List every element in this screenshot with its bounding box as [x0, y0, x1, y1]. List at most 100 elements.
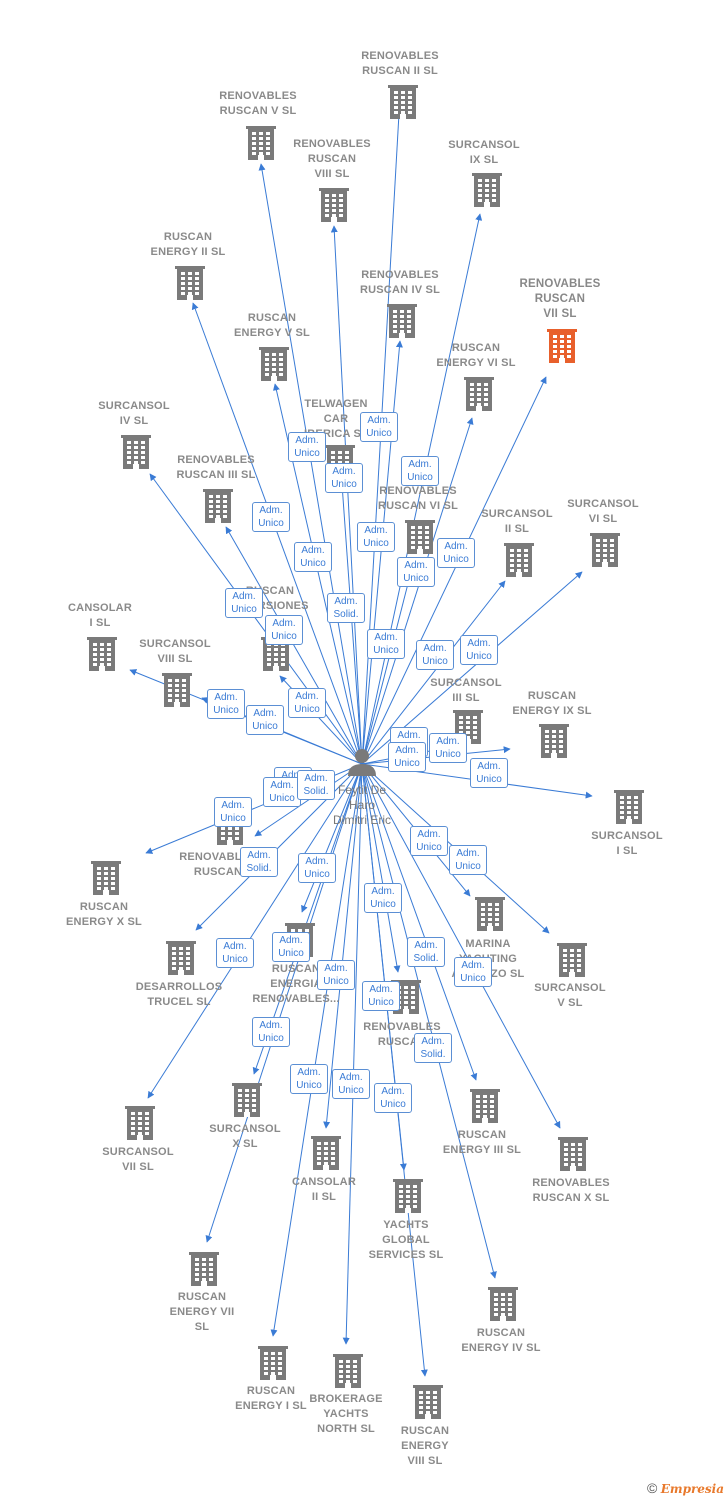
role-badge[interactable]: Adm. Unico — [360, 412, 398, 442]
role-badge[interactable]: Adm. Solid. — [407, 937, 445, 967]
role-badge[interactable]: Adm. Unico — [225, 588, 263, 618]
role-badge[interactable]: Adm. Unico — [410, 826, 448, 856]
company-label-re1[interactable]: RUSCAN ENERGY I SL — [235, 1385, 307, 1412]
company-icon-rr4[interactable] — [387, 304, 417, 338]
role-badge[interactable]: Adm. Unico — [263, 777, 301, 807]
company-label-sc5[interactable]: SURCANSOL V SL — [534, 982, 606, 1009]
company-icon-cs2[interactable] — [311, 1136, 341, 1170]
company-icon-rr3[interactable] — [203, 489, 233, 523]
role-badge[interactable]: Adm. Unico — [272, 932, 310, 962]
company-icon-sc8[interactable] — [162, 673, 192, 707]
company-label-sc2[interactable]: SURCANSOL II SL — [481, 508, 553, 535]
company-icon-rr5[interactable] — [246, 126, 276, 160]
company-icon-sc4[interactable] — [121, 435, 151, 469]
company-icon-rrx[interactable] — [558, 1137, 588, 1171]
company-icon-sc10[interactable] — [232, 1083, 262, 1117]
company-label-rrx[interactable]: RENOVABLES RUSCAN X SL — [532, 1177, 610, 1204]
role-badge[interactable]: Adm. Unico — [388, 742, 426, 772]
company-icon-re5[interactable] — [259, 347, 289, 381]
company-icon-rex[interactable] — [91, 861, 121, 895]
company-icon-sc2[interactable] — [504, 543, 534, 577]
company-icon-ygs[interactable] — [393, 1179, 423, 1213]
person-icon[interactable] — [348, 749, 376, 776]
role-badge[interactable]: Adm. Unico — [252, 1017, 290, 1047]
role-badge[interactable]: Adm. Unico — [252, 502, 290, 532]
company-icon-re3[interactable] — [470, 1089, 500, 1123]
company-label-rns[interactable]: RENOVABLES RUSCAN — [179, 851, 257, 878]
company-icon-dtr[interactable] — [166, 941, 196, 975]
role-badge[interactable]: Adm. Unico — [460, 635, 498, 665]
company-icon-rr6[interactable] — [405, 520, 435, 554]
company-label-re2[interactable]: RUSCAN ENERGY II SL — [150, 231, 226, 258]
company-label-dtr[interactable]: DESARROLLOS TRUCEL SL — [135, 981, 223, 1008]
company-label-rr5[interactable]: RENOVABLES RUSCAN V SL — [219, 90, 297, 117]
role-badge[interactable]: Adm. Unico — [429, 733, 467, 763]
role-badge[interactable]: Adm. Unico — [288, 688, 326, 718]
company-label-rr6[interactable]: RENOVABLES RUSCAN VI SL — [377, 485, 459, 512]
company-icon-re1[interactable] — [258, 1346, 288, 1380]
role-badge[interactable]: Adm. Unico — [437, 538, 475, 568]
role-badge[interactable]: Adm. Unico — [357, 522, 395, 552]
role-badge[interactable]: Adm. Unico — [288, 432, 326, 462]
company-label-re7[interactable]: RUSCAN ENERGY VII SL — [169, 1291, 235, 1333]
role-badge[interactable]: Adm. Unico — [454, 957, 492, 987]
company-label-rr8[interactable]: RENOVABLES RUSCAN VIII SL — [293, 138, 371, 180]
company-label-sc4[interactable]: SURCANSOL IV SL — [98, 400, 170, 427]
company-label-rr2[interactable]: RENOVABLES RUSCAN II SL — [361, 50, 439, 77]
role-badge[interactable]: Adm. Unico — [332, 1069, 370, 1099]
role-badge[interactable]: Adm. Unico — [294, 542, 332, 572]
company-label-re6[interactable]: RUSCAN ENERGY VI SL — [436, 342, 516, 369]
role-badge[interactable]: Adm. Unico — [397, 557, 435, 587]
company-label-rr3[interactable]: RENOVABLES RUSCAN III SL — [176, 454, 256, 481]
company-label-sc3[interactable]: SURCANSOL III SL — [430, 677, 502, 704]
company-label-re8[interactable]: RUSCAN ENERGY VIII SL — [400, 1425, 450, 1467]
company-icon-rr7[interactable] — [547, 329, 577, 363]
company-label-re5[interactable]: RUSCAN ENERGY V SL — [234, 312, 310, 339]
company-icon-byn[interactable] — [333, 1354, 363, 1388]
company-label-re4[interactable]: RUSCAN ENERGY IV SL — [461, 1327, 541, 1354]
role-badge[interactable]: Adm. Solid. — [414, 1033, 452, 1063]
role-badge[interactable]: Adm. Unico — [449, 845, 487, 875]
role-badge[interactable]: Adm. Unico — [367, 629, 405, 659]
company-label-sc6[interactable]: SURCANSOL VI SL — [567, 498, 639, 525]
role-badge[interactable]: Adm. Solid. — [297, 770, 335, 800]
company-icon-re9[interactable] — [539, 724, 569, 758]
role-badge[interactable]: Adm. Solid. — [327, 593, 365, 623]
role-badge[interactable]: Adm. Unico — [216, 938, 254, 968]
role-badge[interactable]: Adm. Unico — [298, 853, 336, 883]
company-icon-re6[interactable] — [464, 377, 494, 411]
role-badge[interactable]: Adm. Unico — [317, 960, 355, 990]
company-label-re9[interactable]: RUSCAN ENERGY IX SL — [512, 690, 592, 717]
person-name[interactable]: Feytit De Haro Dimitri Eric — [333, 783, 391, 827]
role-badge[interactable]: Adm. Unico — [246, 705, 284, 735]
role-badge[interactable]: Adm. Unico — [207, 689, 245, 719]
role-badge[interactable]: Adm. Unico — [470, 758, 508, 788]
company-icon-sc6[interactable] — [590, 533, 620, 567]
company-label-rer[interactable]: RUSCAN ENERGIA RENOVABLES... — [252, 963, 340, 1005]
footer-brand[interactable]: © Empresia — [647, 1480, 724, 1496]
role-badge[interactable]: Adm. Unico — [362, 981, 400, 1011]
company-label-cs2[interactable]: CANSOLAR II SL — [292, 1176, 356, 1203]
company-icon-rr8[interactable] — [319, 188, 349, 222]
company-label-sc1[interactable]: SURCANSOL I SL — [591, 830, 663, 857]
role-badge[interactable]: Adm. Unico — [265, 615, 303, 645]
company-label-byn[interactable]: BROKERAGE YACHTS NORTH SL — [309, 1393, 383, 1435]
company-label-re3[interactable]: RUSCAN ENERGY III SL — [442, 1129, 522, 1156]
company-icon-re2[interactable] — [175, 266, 205, 300]
role-badge[interactable]: Adm. Solid. — [240, 847, 278, 877]
company-label-rr7[interactable]: RENOVABLES RUSCAN VII SL — [519, 278, 601, 320]
company-icon-cs1[interactable] — [87, 637, 117, 671]
role-badge[interactable]: Adm. Unico — [401, 456, 439, 486]
role-badge[interactable]: Adm. Unico — [214, 797, 252, 827]
company-label-rex[interactable]: RUSCAN ENERGY X SL — [66, 901, 142, 928]
role-badge[interactable]: Adm. Unico — [416, 640, 454, 670]
company-icon-sc9[interactable] — [472, 173, 502, 207]
company-label-cs1[interactable]: CANSOLAR I SL — [68, 602, 132, 629]
company-icon-mar[interactable] — [475, 897, 505, 931]
role-badge[interactable]: Adm. Unico — [364, 883, 402, 913]
company-icon-sc7[interactable] — [125, 1106, 155, 1140]
company-label-sc10[interactable]: SURCANSOL X SL — [209, 1123, 281, 1150]
company-icon-sc5[interactable] — [557, 943, 587, 977]
company-label-sc8[interactable]: SURCANSOL VIII SL — [139, 638, 211, 665]
company-icon-rr2[interactable] — [388, 85, 418, 119]
